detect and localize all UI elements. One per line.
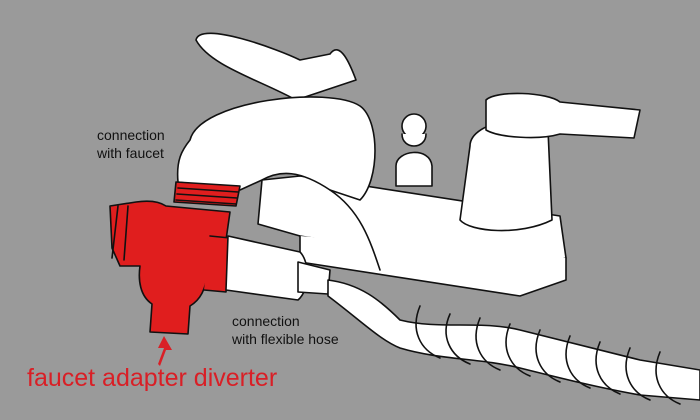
faucet-connection-label: connection with faucet — [97, 126, 165, 162]
aerator — [173, 181, 241, 207]
faucet-connection-line2: with faucet — [97, 145, 164, 161]
hose-connection-line2: with flexible hose — [232, 331, 339, 347]
hose-connector — [225, 235, 309, 301]
hose-connection-line1: connection — [232, 313, 300, 329]
hose-connection-label: connection with flexible hose — [232, 312, 339, 348]
flexible-hose — [327, 279, 700, 401]
pointer-arrow — [158, 336, 172, 366]
diagram-title: faucet adapter diverter — [27, 364, 278, 392]
faucet-connection-line1: connection — [97, 127, 165, 143]
left-handle — [195, 32, 357, 101]
center-knob — [395, 151, 433, 187]
